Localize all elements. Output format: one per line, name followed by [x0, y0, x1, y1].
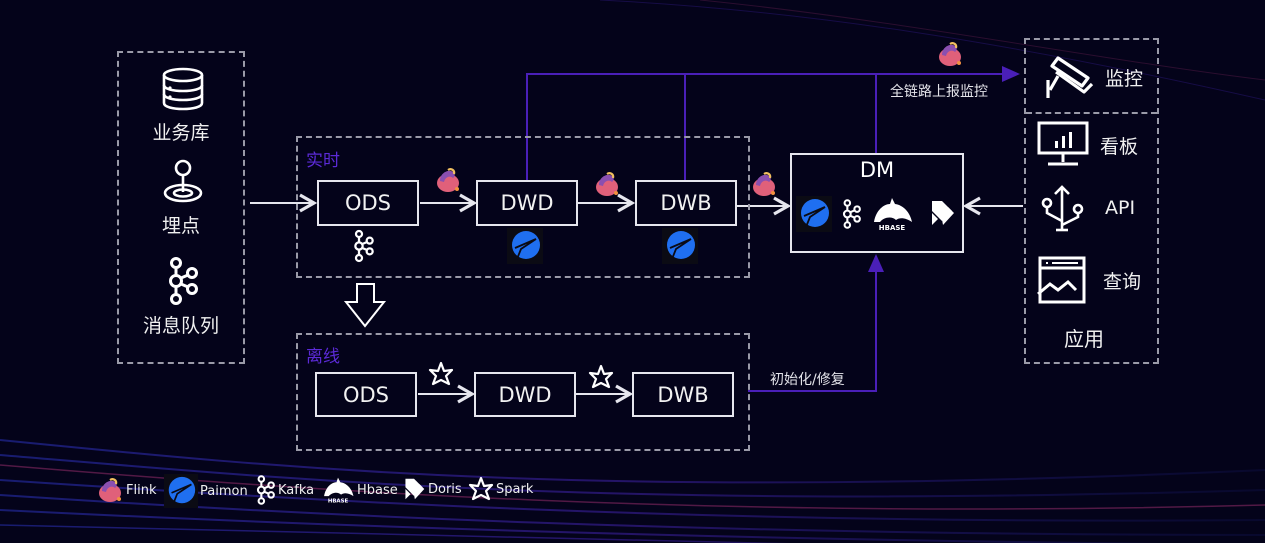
sources-group: [117, 51, 245, 364]
monitor-apps-group: [1024, 38, 1159, 364]
legend-spark: Spark: [468, 476, 533, 502]
legend-paimon: Paimon: [164, 474, 248, 508]
realtime-ods-box[interactable]: ODS: [317, 180, 419, 226]
camera-icon: [1046, 56, 1094, 98]
paimon-icon: [507, 228, 543, 264]
monitor-label: 监控: [1105, 68, 1144, 90]
usb-icon: [1041, 185, 1084, 232]
source-label-tracking: 埋点: [161, 215, 200, 237]
legend-label: Paimon: [200, 483, 248, 499]
kafka-icon: [169, 257, 198, 305]
paimon-icon: [662, 228, 698, 264]
kafka-icon: [842, 199, 861, 229]
hbase-icon: HBASE: [324, 477, 354, 504]
tracking-pin-icon: [163, 159, 203, 203]
flink-icon: [753, 172, 775, 196]
kafka-icon: [256, 475, 275, 505]
flink-icon: [437, 168, 459, 192]
app-label-api[interactable]: API: [1105, 197, 1136, 219]
offline-dwd-box[interactable]: DWD: [474, 372, 576, 417]
database-icon: [162, 67, 204, 111]
legend-label: Spark: [496, 481, 534, 497]
dashboard-icon: [1037, 121, 1089, 166]
hbase-icon: HBASE: [874, 198, 912, 232]
flink-icon: [596, 172, 618, 196]
query-chart-icon: [1037, 256, 1086, 304]
flink-icon: [939, 42, 961, 66]
monitor-link-label: 全链路上报监控: [890, 84, 988, 100]
app-label-dashboard[interactable]: 看板: [1100, 136, 1139, 158]
offline-group: [296, 333, 750, 451]
legend-label: Flink: [126, 482, 157, 498]
realtime-dwd-box[interactable]: DWD: [476, 180, 578, 226]
legend-label: Hbase: [357, 482, 398, 498]
doris-icon: [932, 201, 954, 225]
init-repair-label: 初始化/修复: [770, 372, 845, 388]
realtime-title: 实时: [306, 151, 340, 171]
dm-title: DM: [859, 158, 895, 182]
spark-icon: [588, 364, 614, 389]
app-label-query[interactable]: 查询: [1103, 271, 1142, 293]
source-label-mq: 消息队列: [142, 315, 219, 337]
legend-flink: Flink: [96, 476, 156, 504]
paimon-icon: [796, 196, 832, 232]
svg-text:HBASE: HBASE: [879, 224, 906, 232]
offline-ods-box[interactable]: ODS: [315, 372, 417, 417]
offline-dwb-box[interactable]: DWB: [632, 372, 734, 417]
legend-label: Kafka: [278, 482, 315, 498]
dm-box[interactable]: [790, 153, 964, 253]
doris-icon: [405, 478, 425, 500]
svg-text:HBASE: HBASE: [328, 498, 349, 504]
monitor-divider: [1026, 112, 1157, 114]
offline-title: 离线: [306, 347, 340, 367]
paimon-icon: [164, 474, 198, 508]
applications-title: 应用: [1064, 327, 1104, 351]
legend-kafka: Kafka: [254, 474, 314, 506]
kafka-icon: [354, 229, 374, 263]
spark-icon: [428, 361, 454, 386]
legend-hbase: HBASE Hbase: [321, 474, 398, 506]
realtime-dwb-box[interactable]: DWB: [635, 180, 737, 226]
legend-label: Doris: [428, 481, 462, 497]
spark-icon: [468, 476, 494, 501]
flink-icon: [99, 478, 121, 502]
source-label-database: 业务库: [152, 122, 210, 144]
legend-doris: Doris: [402, 474, 462, 504]
realtime-group: [296, 136, 750, 278]
